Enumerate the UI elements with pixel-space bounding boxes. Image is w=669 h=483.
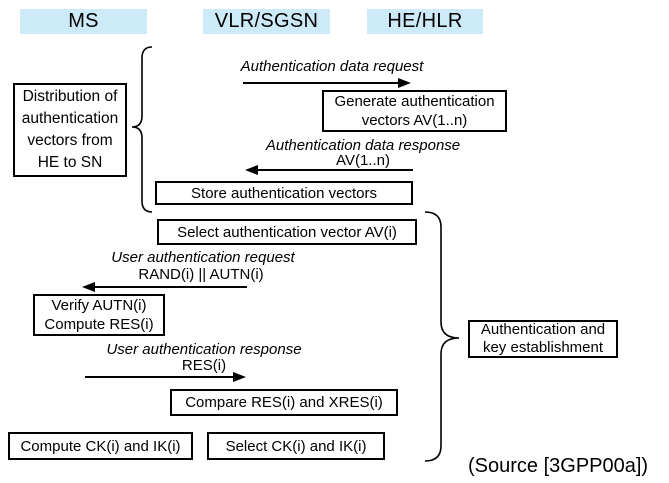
label-user-auth-request: User authentication request [111, 249, 295, 266]
label-auth-data-response: Authentication data response [265, 137, 461, 154]
compare-res-box: Compare RES(i) and XRES(i) [170, 389, 398, 416]
compute-ck-ik-label: Compute CK(i) and IK(i) [20, 437, 181, 455]
right-curly-brace [424, 211, 460, 462]
left-curly-brace [131, 46, 153, 213]
generate-line-1: Generate authentication [334, 93, 495, 110]
entity-ms: MS [20, 9, 147, 34]
store-vectors-label: Store authentication vectors [191, 184, 377, 202]
distribution-line-4: HE to SN [37, 154, 103, 171]
distribution-line-2: authentication [21, 110, 119, 127]
generate-line-2: vectors AV(1..n) [361, 112, 468, 129]
generate-vectors-box: Generate authentication vectors AV(1..n) [322, 90, 507, 132]
arrow-auth-data-request [243, 78, 411, 88]
store-vectors-box: Store authentication vectors [155, 181, 413, 205]
entity-he-hlr: HE/HLR [367, 9, 483, 34]
label-user-auth-request-payload: RAND(i) || AUTN(i) [138, 266, 264, 283]
auth-key-establishment-box: Authentication and key establishment [468, 320, 618, 358]
auth-key-line-2: key establishment [482, 339, 604, 356]
arrow-user-auth-request [82, 282, 247, 292]
distribution-line-1: Distribution of [22, 88, 118, 105]
distribution-line-3: vectors from [27, 132, 113, 149]
source-citation: (Source [3GPP00a]) [468, 455, 649, 477]
label-auth-data-response-payload: AV(1..n) [336, 152, 390, 169]
label-user-auth-response-payload: RES(i) [181, 357, 227, 374]
entity-vlr-sgsn: VLR/SGSN [203, 9, 330, 34]
select-vector-label: Select authentication vector AV(i) [177, 223, 397, 241]
select-vector-box: Select authentication vector AV(i) [157, 219, 417, 245]
compare-res-label: Compare RES(i) and XRES(i) [185, 394, 383, 411]
verify-line-2: Compute RES(i) [44, 316, 154, 333]
auth-key-line-1: Authentication and [480, 321, 606, 338]
distribution-phase-box: Distribution of authentication vectors f… [13, 83, 127, 177]
verify-autn-box: Verify AUTN(i) Compute RES(i) [33, 294, 165, 336]
select-ck-ik-box: Select CK(i) and IK(i) [207, 432, 385, 460]
select-ck-ik-label: Select CK(i) and IK(i) [225, 437, 367, 455]
label-auth-data-request: Authentication data request [240, 58, 424, 75]
label-user-auth-response: User authentication response [106, 341, 302, 358]
verify-line-1: Verify AUTN(i) [51, 297, 147, 314]
compute-ck-ik-box: Compute CK(i) and IK(i) [8, 432, 193, 460]
